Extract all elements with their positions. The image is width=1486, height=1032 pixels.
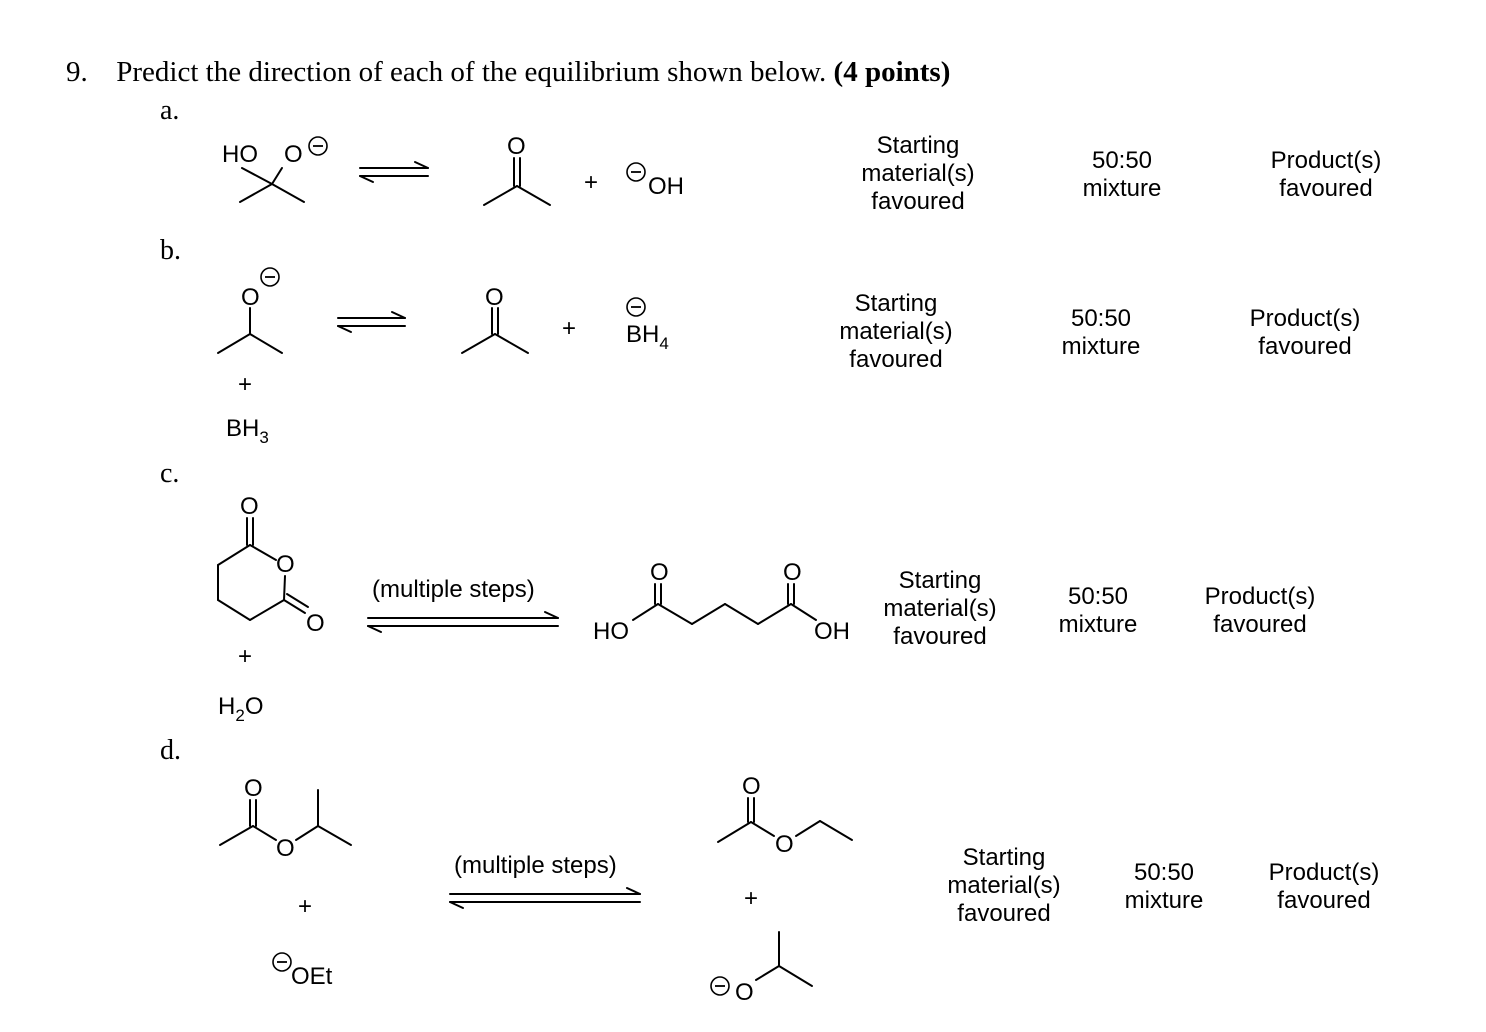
negative-charge-icon — [260, 267, 280, 287]
hydroxyl-label-c-right: OH — [814, 618, 850, 645]
glutaric-acid-structure — [632, 583, 817, 625]
carbonyl-o-label-c1: O — [240, 493, 259, 520]
water-label: H2O — [218, 693, 263, 725]
hydroxyl-label-a: HO — [222, 141, 258, 168]
acetone-a-structure — [483, 157, 551, 206]
multiple-steps-label-d: (multiple steps) — [454, 852, 617, 879]
borane-label: BH3 — [226, 415, 269, 447]
hydroxyl-label-c-left: HO — [593, 618, 629, 645]
plus-sign-b-bottom: + — [238, 371, 252, 398]
ester-o-label-d-product: O — [775, 831, 794, 858]
choice-c-starting-material[interactable]: Starting material(s) favoured — [883, 567, 997, 650]
multiple-steps-label-c: (multiple steps) — [372, 576, 535, 603]
choice-b-starting-material[interactable]: Starting material(s) favoured — [839, 290, 953, 373]
ester-o-label-d: O — [276, 835, 295, 862]
choice-b-mixture[interactable]: 50:50 mixture — [1061, 305, 1141, 360]
hydroxide-label-a: OH — [648, 173, 684, 200]
equilibrium-arrow-a — [359, 161, 429, 183]
glutaric-anhydride-structure — [217, 517, 309, 621]
choice-b-products[interactable]: Product(s) favoured — [1249, 305, 1361, 360]
part-label-b: b. — [160, 235, 181, 266]
acetone-b-structure — [461, 307, 529, 354]
negative-charge-icon — [308, 136, 328, 156]
isopropoxide-b-structure — [217, 307, 283, 354]
reactant-a-structure — [239, 167, 305, 203]
choice-d-mixture[interactable]: 50:50 mixture — [1124, 859, 1204, 914]
choice-a-starting-material[interactable]: Starting material(s) favoured — [861, 132, 975, 215]
isopropyl-acetate-structure — [219, 789, 352, 846]
choice-a-products[interactable]: Product(s) favoured — [1270, 147, 1382, 202]
ethyl-acetate-structure — [717, 797, 853, 843]
carbonyl-o-label-c3: O — [650, 559, 669, 586]
carbonyl-o-label-b: O — [485, 284, 504, 311]
plus-sign-d-product: + — [744, 885, 758, 912]
negative-charge-icon — [710, 976, 730, 996]
plus-sign-b: + — [562, 315, 576, 342]
ring-o-label-c: O — [276, 551, 295, 578]
equilibrium-arrow-b — [337, 311, 406, 333]
negative-charge-icon — [626, 162, 646, 182]
plus-sign-c: + — [238, 643, 252, 670]
choice-c-products[interactable]: Product(s) favoured — [1204, 583, 1316, 638]
equilibrium-arrow-c — [367, 611, 559, 633]
choice-d-starting-material[interactable]: Starting material(s) favoured — [947, 844, 1061, 927]
alkoxide-o-label-a: O — [284, 141, 303, 168]
choice-c-mixture[interactable]: 50:50 mixture — [1058, 583, 1138, 638]
carbonyl-o-label-a: O — [507, 133, 526, 160]
plus-sign-d: + — [298, 893, 312, 920]
alkoxide-o-label-b: O — [241, 284, 260, 311]
carbonyl-o-label-d-product: O — [742, 773, 761, 800]
part-label-c: c. — [160, 458, 180, 489]
question-points: (4 points) — [833, 56, 951, 88]
borohydride-label: BH4 — [626, 321, 669, 353]
ethoxide-label: OEt — [291, 963, 333, 990]
question-text: Predict the direction of each of the equ… — [116, 56, 827, 88]
carbonyl-o-label-c2: O — [306, 610, 325, 637]
isopropoxide-d-structure — [755, 931, 813, 987]
part-label-d: d. — [160, 735, 181, 766]
alkoxide-o-label-d: O — [735, 979, 754, 1006]
part-label-a: a. — [160, 95, 180, 126]
choice-a-mixture[interactable]: 50:50 mixture — [1082, 147, 1162, 202]
negative-charge-icon — [626, 297, 646, 317]
carbonyl-o-label-c4: O — [783, 559, 802, 586]
carbonyl-o-label-d: O — [244, 775, 263, 802]
negative-charge-icon — [272, 952, 292, 972]
equilibrium-arrow-d — [449, 887, 641, 909]
plus-sign-a: + — [584, 169, 598, 196]
question-number: 9. — [66, 56, 88, 88]
choice-d-products[interactable]: Product(s) favoured — [1268, 859, 1380, 914]
question-heading: 9. Predict the direction of each of the … — [66, 56, 950, 89]
